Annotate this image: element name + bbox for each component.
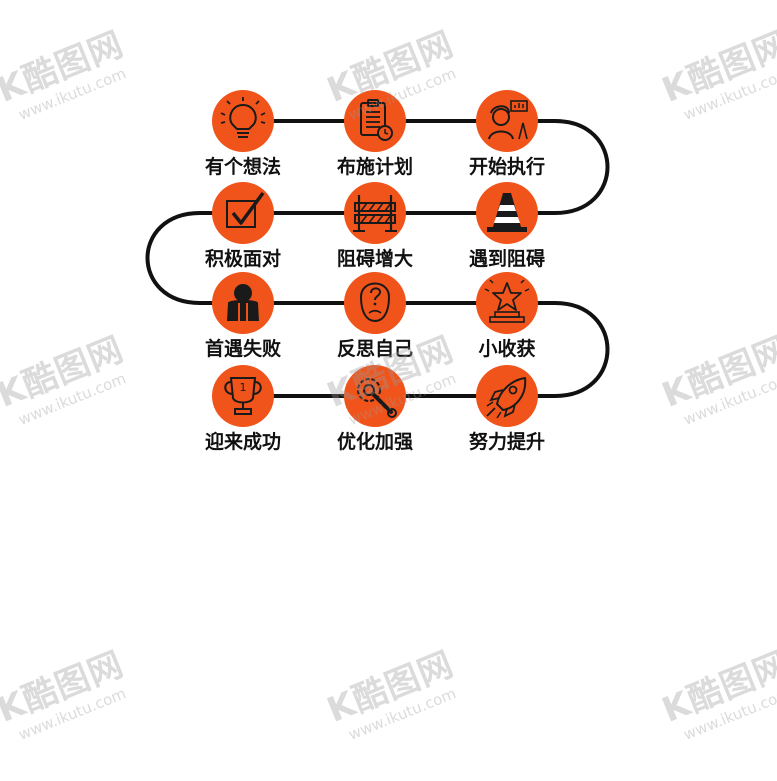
- connector-path: [145, 119, 610, 398]
- step-circle: [212, 182, 274, 244]
- step-circle: [212, 365, 274, 427]
- trophy-number: 1: [240, 381, 247, 394]
- roadblock-barrier-icon: [353, 195, 397, 232]
- step-label: 小收获: [478, 337, 535, 360]
- thinking-face-icon: [359, 282, 391, 323]
- step-node: 阻碍增大: [337, 182, 413, 270]
- step-label: 优化加强: [337, 430, 413, 453]
- step-circle: [476, 365, 538, 427]
- step-label: 首遇失败: [205, 337, 281, 360]
- step-node: 反思自己: [337, 272, 413, 360]
- step-label: 阻碍增大: [337, 247, 413, 270]
- gear-wrench-icon: [357, 378, 397, 418]
- step-node: 积极面对: [205, 182, 281, 270]
- step-circle: [212, 90, 274, 152]
- step-label: 遇到阻碍: [469, 248, 545, 270]
- traffic-cone-icon: [487, 193, 527, 232]
- step-node: 优化加强: [337, 365, 413, 453]
- step-node: 遇到阻碍: [469, 182, 545, 270]
- sad-person-icon: [227, 284, 259, 323]
- step-node: 首遇失败: [205, 272, 281, 360]
- step-node: 开始执行: [469, 90, 545, 178]
- trophy-icon: 1: [224, 377, 262, 415]
- step-label: 反思自己: [337, 337, 413, 360]
- checkmark-box-icon: [226, 191, 265, 228]
- step-label: 积极面对: [205, 247, 281, 270]
- step-label: 迎来成功: [205, 430, 281, 453]
- step-label: 布施计划: [337, 155, 413, 178]
- clipboard-plan-icon: [360, 99, 393, 141]
- step-label: 有个想法: [205, 155, 281, 178]
- step-node: 有个想法: [205, 90, 281, 178]
- step-circle: [344, 182, 406, 244]
- step-node: 布施计划: [337, 90, 413, 178]
- step-node: 小收获: [476, 272, 538, 360]
- step-node: 1 迎来成功: [205, 365, 281, 453]
- step-label: 努力提升: [469, 430, 545, 453]
- lightbulb-icon: [220, 97, 266, 138]
- rocket-icon: [486, 377, 527, 419]
- step-node: 努力提升: [469, 365, 545, 453]
- step-circle: [476, 272, 538, 334]
- step-label: 开始执行: [469, 155, 545, 178]
- star-podium-icon: [484, 279, 530, 323]
- worker-presenting-icon: [488, 100, 528, 140]
